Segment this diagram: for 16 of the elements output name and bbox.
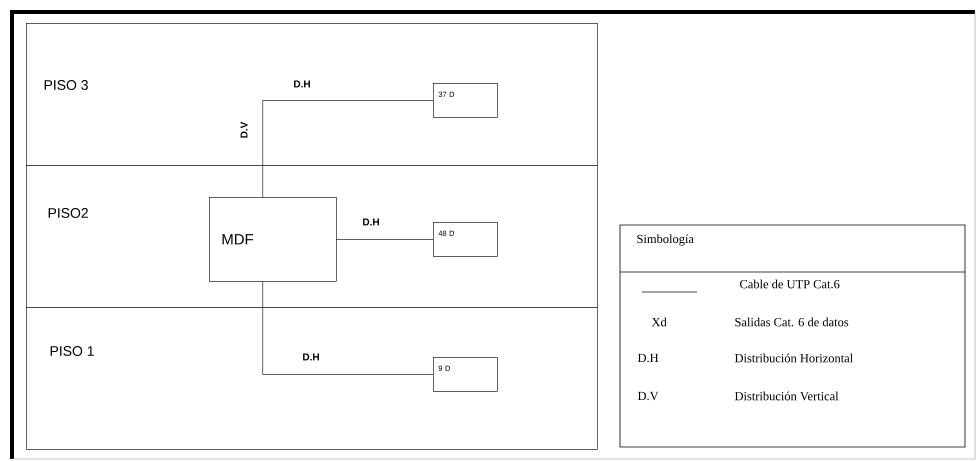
legend-symbol: D.V (638, 392, 658, 400)
edge-label: D.H (294, 80, 310, 88)
edge-label: D.H (363, 218, 379, 226)
legend-symbol: Xd (652, 318, 667, 326)
legend-symbol: D.H (638, 354, 658, 362)
legend-text: Cable de UTP Cat.6 (740, 280, 840, 288)
cable-line (262, 100, 434, 198)
segment-label: D.V (240, 122, 248, 138)
cable-line (336, 239, 434, 240)
cable-line (262, 281, 434, 375)
legend-text: Distribución Vertical (734, 392, 838, 400)
legend-text: Distribución Horizontal (734, 354, 853, 362)
legend-text: Salidas Cat. 6 de datos (735, 318, 848, 326)
equipment-box: MDF (209, 197, 337, 282)
edge-label: D.H (303, 354, 319, 360)
legend-title: Simbología (637, 234, 694, 246)
